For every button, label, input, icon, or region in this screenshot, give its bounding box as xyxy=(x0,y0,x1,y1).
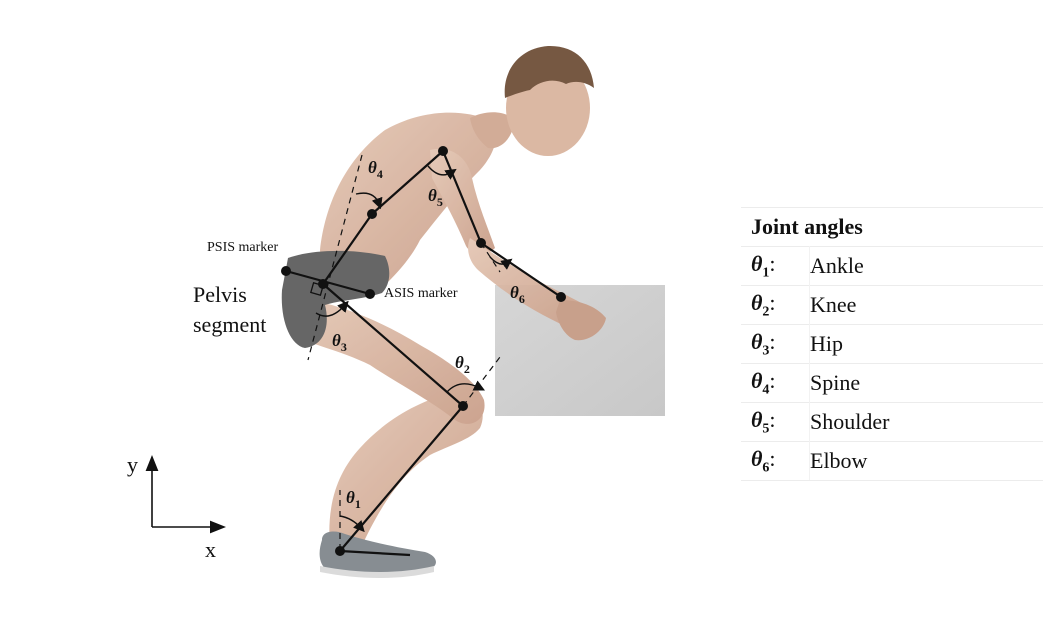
pelvis-segment-label-line1: Pelvis xyxy=(193,282,247,307)
human-figure xyxy=(282,46,606,578)
x-axis-label: x xyxy=(205,537,216,562)
legend-symbol: θ3: xyxy=(741,325,810,364)
pelvis-segment-label-line2: segment xyxy=(193,312,266,337)
legend-row: θ5: Shoulder xyxy=(741,403,1043,442)
asis-marker-label: ASIS marker xyxy=(384,286,458,301)
legend-row: θ3: Hip xyxy=(741,325,1043,364)
legend-symbol: θ5: xyxy=(741,403,810,442)
legend-joint-name: Elbow xyxy=(810,442,1044,481)
legend-joint-name: Hip xyxy=(810,325,1044,364)
legend-symbol: θ2: xyxy=(741,286,810,325)
psis-marker-dot xyxy=(281,266,291,276)
psis-marker-label: PSIS marker xyxy=(207,240,279,255)
coordinate-axes xyxy=(152,463,218,527)
legend-row: θ6: Elbow xyxy=(741,442,1043,481)
legend-symbol: θ4: xyxy=(741,364,810,403)
knee-joint-dot xyxy=(458,401,468,411)
spine-joint-dot xyxy=(367,209,377,219)
legend-row: θ1: Ankle xyxy=(741,247,1043,286)
legend-joint-name: Ankle xyxy=(810,247,1044,286)
hip-joint-dot xyxy=(318,279,328,289)
asis-marker-dot xyxy=(365,289,375,299)
legend-title: Joint angles xyxy=(741,208,1043,247)
elbow-joint-dot xyxy=(476,238,486,248)
legend-joint-name: Spine xyxy=(810,364,1044,403)
wrist-joint-dot xyxy=(556,292,566,302)
legend-row: θ2: Knee xyxy=(741,286,1043,325)
joint-angles-legend: Joint angles θ1: Ankle θ2: Knee θ3: Hip … xyxy=(741,207,1043,481)
legend-joint-name: Shoulder xyxy=(810,403,1044,442)
legend-header-row: Joint angles xyxy=(741,208,1043,247)
ankle-joint-dot xyxy=(335,546,345,556)
legend-symbol: θ1: xyxy=(741,247,810,286)
legend-row: θ4: Spine xyxy=(741,364,1043,403)
legend-joint-name: Knee xyxy=(810,286,1044,325)
legend-symbol: θ6: xyxy=(741,442,810,481)
shoulder-joint-dot xyxy=(438,146,448,156)
y-axis-label: y xyxy=(127,452,138,477)
